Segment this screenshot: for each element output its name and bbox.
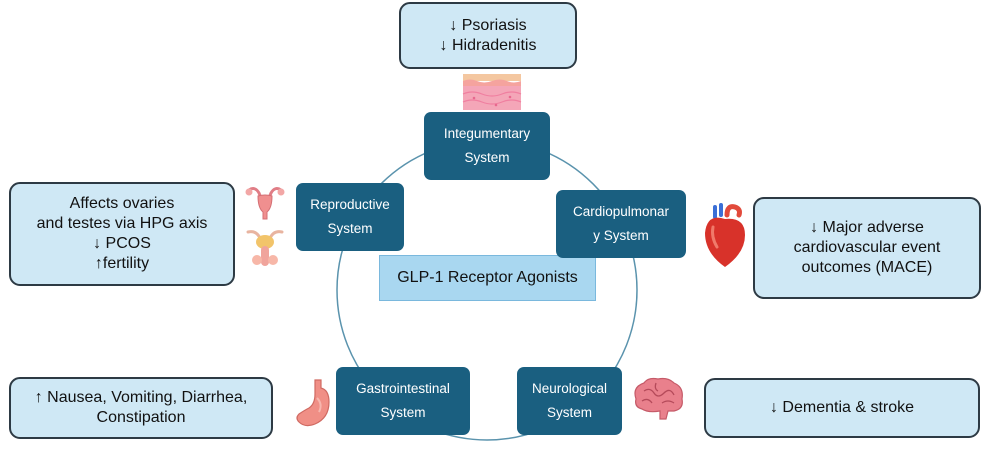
skin-icon (462, 74, 522, 110)
neurological-effects-box: ↓ Dementia & stroke (704, 378, 980, 438)
center-title: GLP-1 Receptor Agonists (379, 255, 596, 301)
heart-icon (705, 203, 745, 267)
cardiopulmonary-system-box: Cardiopulmonar y System (556, 190, 686, 258)
gastrointestinal-system-box: Gastrointestinal System (336, 367, 470, 435)
integumentary-system-box: Integumentary System (424, 112, 550, 180)
stomach-icon (296, 379, 330, 427)
male-reproductive-icon (246, 230, 284, 266)
brain-icon (634, 377, 683, 420)
neurological-system-box: Neurological System (517, 367, 622, 435)
reproductive-system-box: Reproductive System (296, 183, 404, 251)
gastrointestinal-effects-box: ↑ Nausea, Vomiting, Diarrhea, Constipati… (9, 377, 273, 439)
reproductive-effects-box: Affects ovaries and testes via HPG axis … (9, 182, 235, 286)
integumentary-effects-box: ↓ Psoriasis ↓ Hidradenitis (399, 2, 577, 69)
cardiopulmonary-effects-box: ↓ Major adverse cardiovascular event out… (753, 197, 981, 299)
uterus-icon (245, 187, 285, 220)
